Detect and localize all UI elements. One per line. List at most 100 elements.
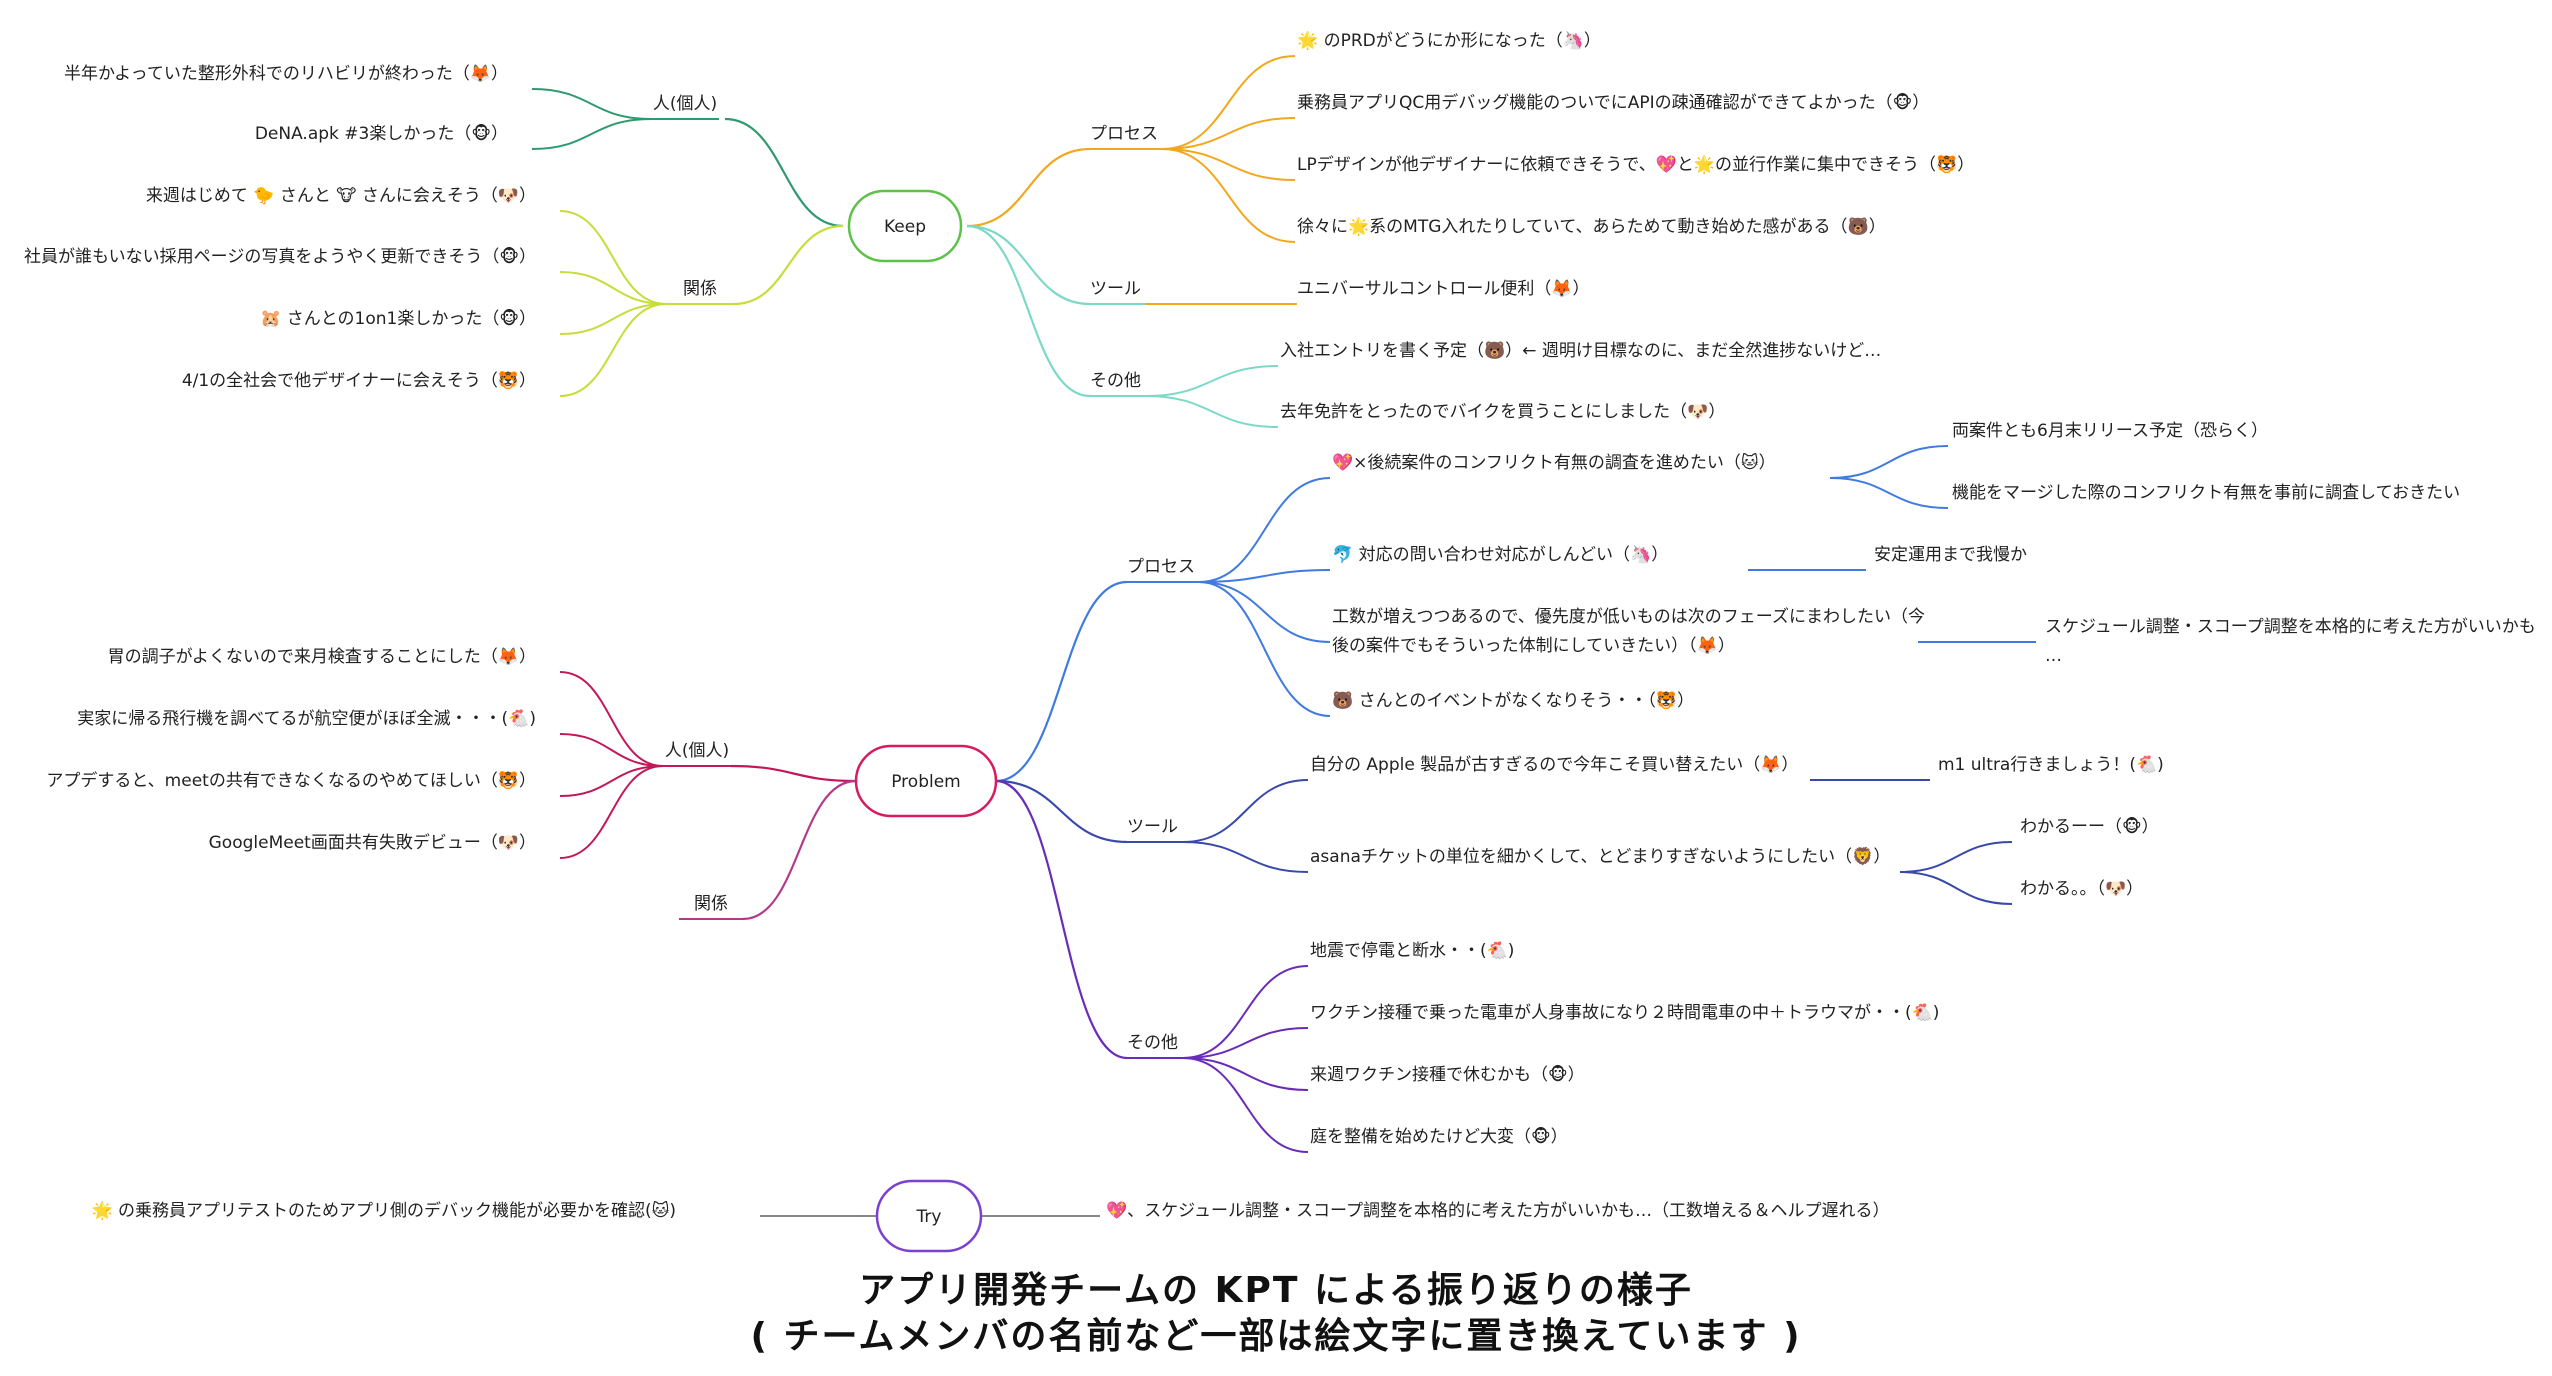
keep-person-item-link <box>531 88 652 120</box>
keep-tool-item[interactable]: ユニバーサルコントロール便利（🦊） <box>1297 279 1590 299</box>
keep-tool-branch <box>966 224 1091 306</box>
keep-process-item-link <box>1161 55 1296 150</box>
problem-process-item[interactable]: 🐬 対応の問い合わせ対応がしんどい（🦄） <box>1332 544 1668 565</box>
keep-relation-label[interactable]: 関係 <box>683 279 717 299</box>
keep-relation-item-link <box>559 303 667 335</box>
problem-other-item-link <box>1182 965 1309 1059</box>
problem-other-item[interactable]: 地震で停電と断水・・(🐔) <box>1310 941 1514 961</box>
keep-other-item-link <box>1145 365 1279 397</box>
caption-line-2: ( チームメンバの名前など一部は絵文字に置き換えています ) <box>750 1316 1802 1357</box>
keep-relation-item-link <box>559 210 667 305</box>
problem-other-branch <box>995 779 1128 1060</box>
problem-process-subitem[interactable]: スケジュール調整・スコープ調整を本格的に考えた方がいいかも <box>2045 617 2536 637</box>
try-left-item[interactable]: 🌟 の乗務員アプリテストのためアプリ側のデバック機能が必要かを確認(🐱) <box>91 1200 676 1221</box>
problem-node-label: Problem <box>891 772 961 792</box>
try-right-item[interactable]: 💖、スケジュール調整・スコープ調整を本格的に考えた方がいいかも…（工数増える＆ヘ… <box>1106 1200 1889 1221</box>
keep-person-item-link <box>531 118 652 150</box>
problem-process-item-link <box>1198 477 1331 583</box>
problem-other-label[interactable]: その他 <box>1127 1033 1178 1053</box>
problem-tool-label[interactable]: ツール <box>1127 817 1178 837</box>
try-node[interactable]: Try <box>875 1179 983 1253</box>
keep-relation-item[interactable]: 🐹 さんとの1on1楽しかった（🐵） <box>260 309 536 329</box>
problem-process-item[interactable]: 💖×後続案件のコンフリクト有無の調査を進めたい（🐱） <box>1332 452 1776 473</box>
problem-other-item[interactable]: 庭を整備を始めたけど大変（🐵） <box>1310 1127 1568 1147</box>
problem-tool-subitem[interactable]: わかる。。（🐶） <box>2020 879 2143 899</box>
problem-person-item[interactable]: アプデすると、meetの共有できなくなるのやめてほしい（🐯） <box>46 770 536 791</box>
problem-tool-subitem[interactable]: m1 ultra行きましょう！(🐔) <box>1938 755 2164 775</box>
problem-tool-subitem-link <box>1899 841 2013 873</box>
keep-node[interactable]: Keep <box>847 189 963 263</box>
problem-person-branch <box>730 764 857 783</box>
problem-node-shape[interactable] <box>854 744 998 818</box>
keep-node-label: Keep <box>884 217 926 237</box>
problem-tool-subitem-link <box>1899 871 2013 905</box>
problem-tool-item[interactable]: 自分の Apple 製品が古すぎるので今年こそ買い替えたい（🦊） <box>1310 755 1798 775</box>
problem-process-item[interactable]: 後の案件でもそういった体制にしていきたい）（🦊） <box>1332 636 1735 656</box>
problem-node[interactable]: Problem <box>854 744 998 818</box>
problem-person-item[interactable]: 胃の調子がよくないので来月検査することにした（🦊） <box>108 647 536 667</box>
problem-person-item[interactable]: 実家に帰る飛行機を調べてるが航空便がほぼ全滅・・・(🐔) <box>77 709 536 729</box>
problem-tool-branch <box>995 779 1128 844</box>
problem-other-item-link <box>1182 1057 1309 1153</box>
problem-process-item-link <box>1198 581 1331 717</box>
keep-node-shape[interactable] <box>847 189 963 263</box>
try-node-shape[interactable] <box>875 1179 983 1253</box>
keep-relation-item[interactable]: 4/1の全社会で他デザイナーに会えそう（🐯） <box>182 370 536 391</box>
problem-tool-item[interactable]: asanaチケットの単位を細かくして、とどまりすぎないようにしたい（🦁） <box>1310 846 1890 867</box>
keep-process-label[interactable]: プロセス <box>1090 124 1158 144</box>
problem-process-subitem[interactable]: … <box>2045 646 2062 666</box>
problem-process-subitem[interactable]: 安定運用まで我慢か <box>1874 544 2027 565</box>
problem-other-item-link <box>1182 1057 1309 1091</box>
problem-other-item-link <box>1182 1027 1309 1059</box>
problem-process-item-link <box>1198 581 1331 643</box>
problem-person-item-link <box>559 671 664 767</box>
keep-process-item-link <box>1161 117 1296 150</box>
keep-process-item-link <box>1161 148 1296 243</box>
problem-process-subitem-link <box>1829 445 1949 479</box>
problem-process-item[interactable]: 工数が増えつつあるので、優先度が低いものは次のフェーズにまわしたい（今 <box>1332 607 1925 627</box>
problem-tool-subitem[interactable]: わかるーー（🐵） <box>2020 817 2159 837</box>
problem-process-item[interactable]: 🐻 さんとのイベントがなくなりそう・・（🐯） <box>1332 690 1694 711</box>
keep-other-item[interactable]: 入社エントリを書く予定（🐻）← 週明け目標なのに、まだ全然進捗ないけど… <box>1280 340 1881 361</box>
keep-other-item[interactable]: 去年免許をとったのでバイクを買うことにしました（🐶） <box>1280 402 1725 422</box>
keep-person-branch <box>724 117 844 228</box>
keep-relation-item[interactable]: 社員が誰もいない採用ページの写真をようやく更新できそう（🐵） <box>24 247 536 267</box>
problem-process-item-link <box>1198 569 1331 583</box>
try-node-label: Try <box>916 1207 942 1227</box>
problem-process-subitem-link <box>1829 477 1949 509</box>
problem-person-item-link <box>559 733 664 767</box>
problem-tool-item-link <box>1182 841 1309 873</box>
keep-process-item[interactable]: 乗務員アプリQC用デバッグ機能のついでにAPIの疎通確認ができてよかった（🐵） <box>1297 92 1929 113</box>
keep-person-item[interactable]: 半年かよっていた整形外科でのリハビリが終わった（🦊） <box>64 64 508 84</box>
problem-process-branch <box>995 580 1128 783</box>
caption-line-1: アプリ開発チームの KPT による振り返りの様子 <box>859 1270 1693 1311</box>
problem-person-label[interactable]: 人(個人) <box>665 741 729 761</box>
keep-other-label[interactable]: その他 <box>1090 371 1141 391</box>
problem-process-label[interactable]: プロセス <box>1127 557 1195 577</box>
keep-relation-branch <box>733 224 844 306</box>
problem-other-item[interactable]: ワクチン接種で乗った電車が人身事故になり２時間電車の中＋トラウマが・・(🐔) <box>1310 1003 1939 1023</box>
keep-person-item[interactable]: DeNA.apk #3楽しかった（🐵） <box>255 124 508 144</box>
keep-process-branch <box>966 147 1091 228</box>
keep-other-item-link <box>1145 395 1279 428</box>
problem-other-item[interactable]: 来週ワクチン接種で休むかも（🐵） <box>1310 1065 1585 1085</box>
keep-relation-item[interactable]: 来週はじめて 🐤 さんと 🐮 さんに会えそう（🐶） <box>146 186 536 206</box>
keep-process-item[interactable]: 🌟 のPRDがどうにか形になった（🦄） <box>1297 30 1601 51</box>
keep-person-label[interactable]: 人(個人) <box>653 94 717 114</box>
keep-process-item-link <box>1161 148 1296 181</box>
problem-process-subitem[interactable]: 両案件とも6月末リリース予定（恐らく） <box>1952 421 2268 441</box>
problem-process-subitem[interactable]: 機能をマージした際のコンフリクト有無を事前に調査しておきたい <box>1952 483 2460 503</box>
keep-tool-label[interactable]: ツール <box>1090 279 1141 299</box>
problem-person-item-link <box>559 765 664 797</box>
keep-process-item[interactable]: 徐々に🌟系のMTG入れたりしていて、あらためて動き始めた感がある（🐻） <box>1297 216 1886 237</box>
problem-tool-item-link <box>1182 779 1309 843</box>
keep-relation-item-link <box>559 303 667 397</box>
keep-other-branch <box>966 224 1091 398</box>
caption: アプリ開発チームの KPT による振り返りの様子 ( チームメンバの名前など一部… <box>0 1268 2552 1360</box>
problem-person-item[interactable]: GoogleMeet画面共有失敗デビュー（🐶） <box>209 832 536 853</box>
problem-relation-branch <box>742 779 857 921</box>
keep-relation-item-link <box>559 271 667 305</box>
problem-relation-label[interactable]: 関係 <box>694 894 728 914</box>
keep-process-item[interactable]: LPデザインが他デザイナーに依頼できそうで、💖と🌟の並行作業に集中できそう（🐯） <box>1297 154 1974 175</box>
